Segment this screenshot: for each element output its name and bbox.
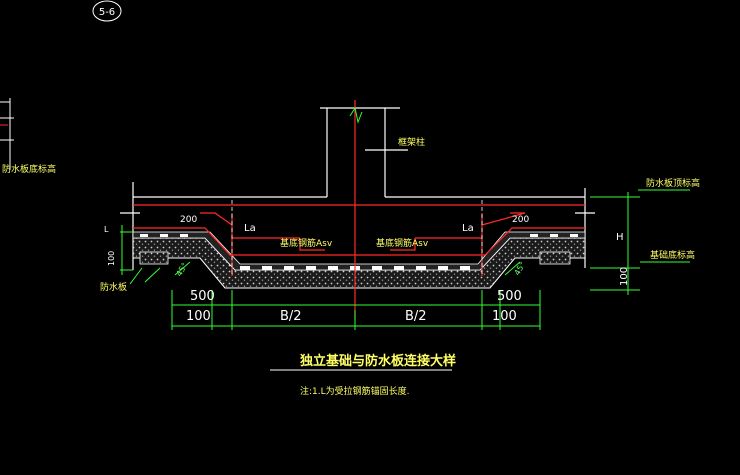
right-H-label: H (616, 232, 624, 243)
column-label: 框架柱 (398, 136, 425, 148)
section-marker: 5-6 (92, 0, 122, 22)
dim-200-right: 200 (512, 215, 529, 225)
rebar-right: 基底钢筋Asv (376, 237, 429, 249)
rebar-left: 基底钢筋Asv (280, 237, 333, 249)
dim-left-100: 100 (186, 309, 211, 324)
guide-lines (231, 200, 483, 276)
foundation-top-label: 防水板顶标高 (646, 177, 700, 189)
dim-200-left: 200 (180, 215, 197, 225)
dimension-lines (120, 189, 690, 330)
left-fragment (0, 98, 14, 170)
drawing-title: 独立基础与防水板连接大样 (300, 353, 456, 369)
column (320, 107, 408, 197)
waterproof-plate-label: 防水板 (100, 281, 127, 293)
angle-left: 45° (175, 261, 190, 278)
dim-left-500: 500 (190, 289, 215, 304)
dim-half-right: B/2 (405, 309, 427, 324)
angle-right: 45° (513, 260, 528, 277)
waterproof-layer (132, 231, 586, 289)
side-100-label: 100 (107, 251, 116, 266)
dim-half-left: B/2 (280, 309, 302, 324)
dim-right-100: 100 (492, 309, 517, 324)
side-L-label: L (104, 225, 109, 234)
la-right: La (462, 223, 474, 234)
column-break-mark (349, 106, 363, 124)
dim-right-500: 500 (497, 289, 522, 304)
foundation-bottom-label: 基础底标高 (650, 249, 695, 261)
la-left: La (244, 223, 256, 234)
left-elevation-note: 防水板底标高 (2, 163, 56, 175)
drawing-footnote: 注:1.L为受拉钢筋锚固长度. (300, 385, 410, 397)
right-100-label: 100 (619, 267, 630, 286)
section-label: 5-6 (99, 7, 115, 18)
